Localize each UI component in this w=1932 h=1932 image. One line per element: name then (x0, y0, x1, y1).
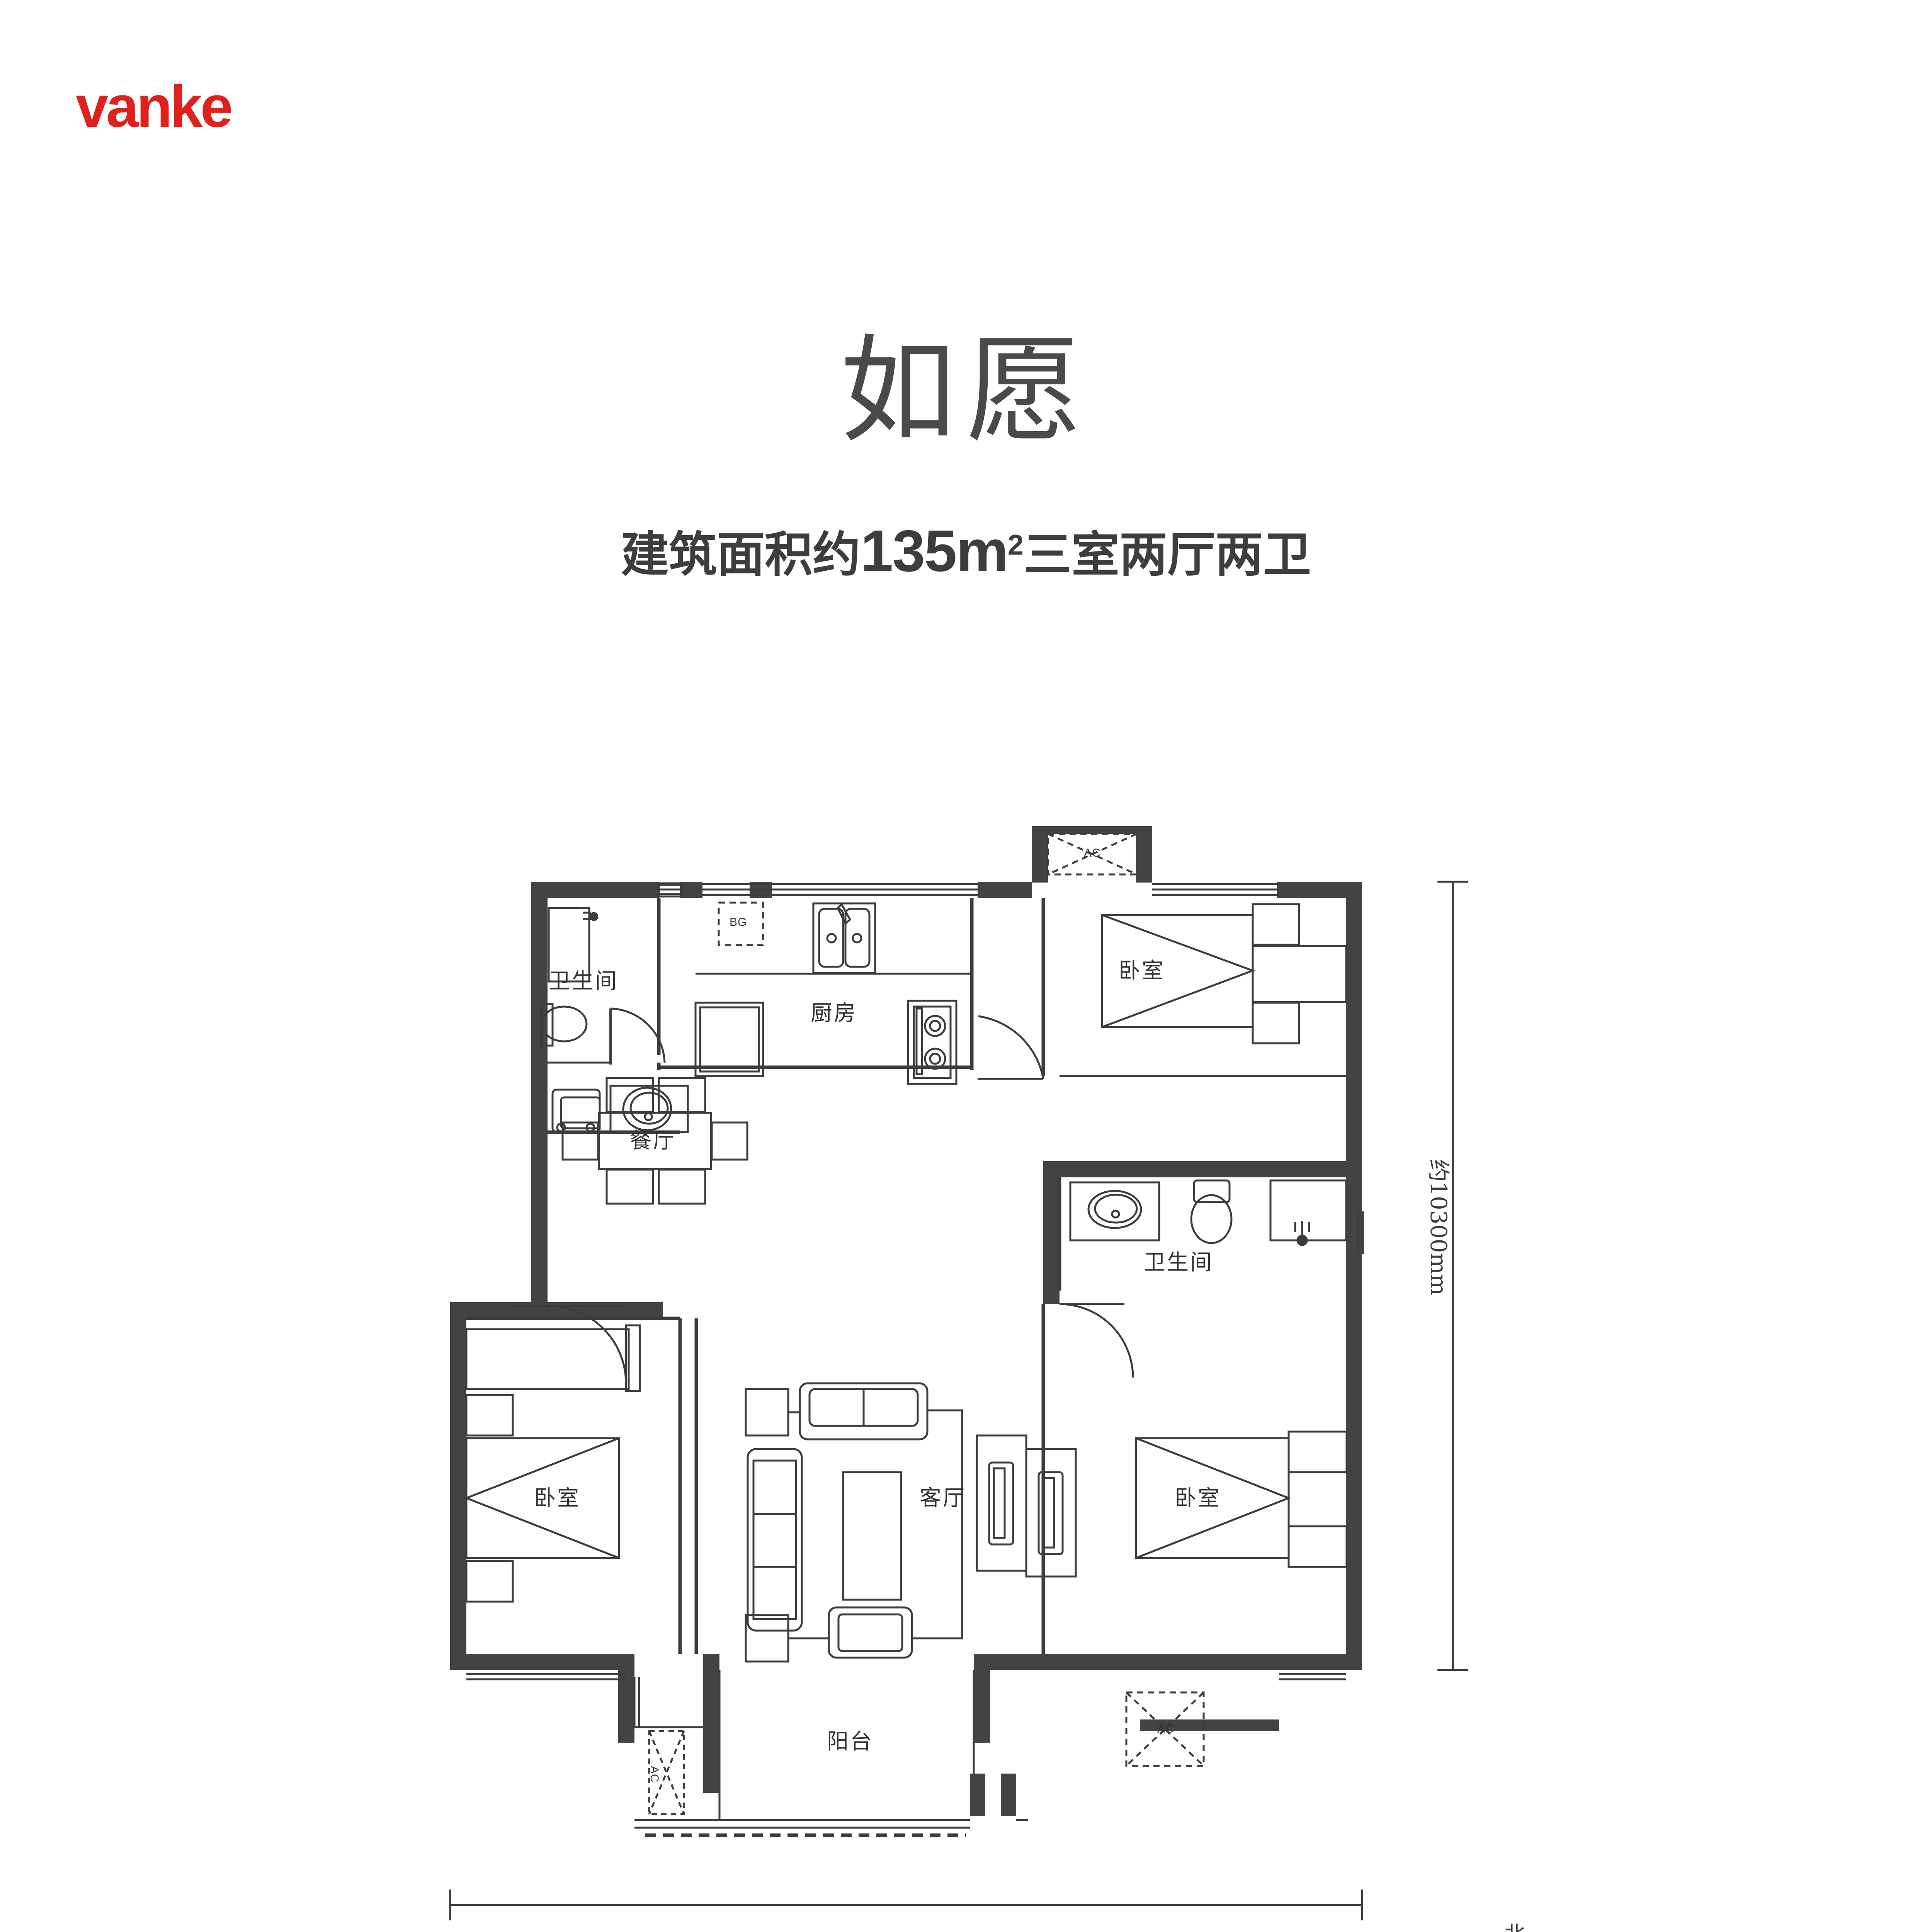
room-label-living: 客厅 (920, 1486, 966, 1511)
room-label-dining: 餐厅 (630, 1128, 676, 1153)
room-label-bedroom-se: 卧室 (1175, 1486, 1221, 1511)
boiler-label: BG (730, 916, 747, 929)
bedroom-sw-furniture (464, 1305, 641, 1603)
room-label-kitchen: 厨房 (811, 1001, 857, 1026)
room-label-bath-nw: 卫生间 (549, 969, 618, 994)
laundry-fixtures (551, 1085, 689, 1133)
room-label-bath-east: 卫生间 (1144, 1250, 1213, 1275)
dining-furniture (561, 1077, 748, 1205)
bedroom-se-furniture (1135, 1430, 1348, 1568)
page-title: 如愿 (840, 323, 1092, 458)
floor-plan: 卫生间 厨房 餐厅 卧室 卫生间 卧室 客厅 卧室 阳台 BG AC AC AC (410, 792, 1530, 1932)
room-label-bedroom-ne: 卧室 (1119, 958, 1165, 983)
ac-north-label: AC (1084, 847, 1101, 859)
living-room-furniture (745, 1382, 1077, 1663)
room-label-balcony: 阳台 (827, 1729, 873, 1754)
compass: 北 (1464, 1917, 1565, 1932)
kitchen-fixtures (694, 901, 972, 1085)
balcony-outline (634, 1670, 975, 1837)
bedroom-ne-furniture (978, 903, 1347, 1080)
dimension-lines (449, 881, 1468, 1920)
page-subtitle: 建筑面积约135m2三室两厅两卫 (0, 522, 1932, 580)
subtitle-area: 135m (861, 518, 1009, 584)
ac-se-label: AC (1157, 1723, 1174, 1735)
subtitle-suffix: 三室两厅两卫 (1023, 528, 1311, 582)
bath-east-fixtures (1059, 1179, 1347, 1378)
ac-units (648, 833, 1205, 1815)
exterior-walls (450, 826, 1362, 1816)
compass-north-label: 北 (1464, 1917, 1565, 1932)
bath-nw-fixtures (540, 907, 666, 1065)
vanke-logo: vanke (76, 74, 233, 139)
dimension-height-label: 约10300mm (1425, 1159, 1452, 1296)
subtitle-prefix: 建筑面积约 (621, 528, 861, 582)
ac-sw-label: AC (648, 1766, 661, 1783)
subtitle-superscript: 2 (1007, 529, 1024, 561)
room-label-bedroom-sw: 卧室 (534, 1486, 580, 1511)
